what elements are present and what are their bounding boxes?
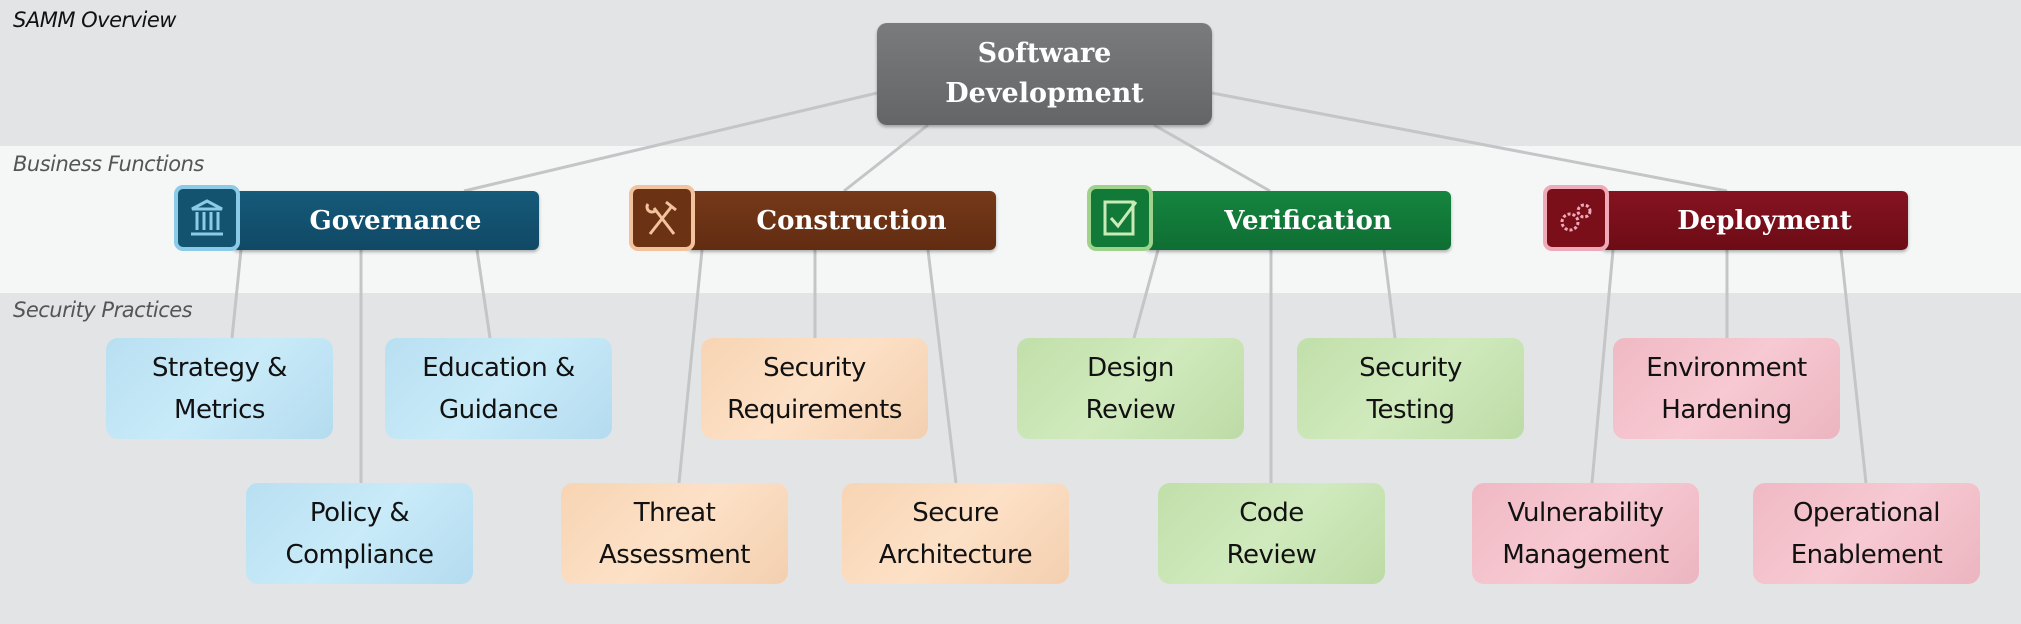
connector [463, 91, 878, 193]
practice-operational-enablement: Operational Enablement [1753, 483, 1980, 584]
connector [1132, 249, 1160, 339]
deployment-label: Deployment [1601, 191, 1908, 250]
overview-label: SAMM Overview [13, 8, 176, 32]
root-line-2: Development [945, 78, 1144, 109]
function-verification: Verification [1087, 185, 1451, 251]
verification-label: Verification [1145, 191, 1451, 250]
root-line-1: Software [977, 38, 1112, 69]
security-practices-label: Security Practices [13, 298, 193, 322]
gears-icon [1543, 185, 1609, 251]
building-columns-icon [174, 185, 240, 251]
practice-security-requirements: Security Requirements [701, 338, 928, 439]
connector [677, 249, 704, 484]
function-governance: Governance [174, 185, 539, 251]
business-functions-label: Business Functions [13, 152, 204, 176]
practice-strategy-metrics: Strategy & Metrics [106, 338, 333, 439]
connector [1382, 249, 1397, 339]
practice-design-review: Design Review [1017, 338, 1244, 439]
practice-code-review: Code Review [1158, 483, 1385, 584]
practice-environment-hardening: Environment Hardening [1613, 338, 1840, 439]
checklist-icon [1087, 185, 1153, 251]
connector [230, 249, 243, 339]
practice-policy-compliance: Policy & Compliance [246, 483, 473, 584]
function-deployment: Deployment [1543, 185, 1908, 251]
hammer-wrench-icon [629, 185, 695, 251]
connector [475, 249, 492, 339]
practice-vulnerability-management: Vulnerability Management [1472, 483, 1699, 584]
connector [926, 249, 958, 484]
connector [1211, 91, 1728, 193]
construction-label: Construction [687, 191, 996, 250]
connector [1590, 249, 1615, 484]
practice-security-testing: Security Testing [1297, 338, 1524, 439]
connector [1153, 123, 1271, 193]
connector [843, 123, 929, 193]
practice-threat-assessment: Threat Assessment [561, 483, 788, 584]
governance-label: Governance [232, 191, 539, 250]
connector [1839, 249, 1868, 484]
function-construction: Construction [629, 185, 996, 251]
practice-secure-architecture: Secure Architecture [842, 483, 1069, 584]
practice-education-guidance: Education & Guidance [385, 338, 612, 439]
